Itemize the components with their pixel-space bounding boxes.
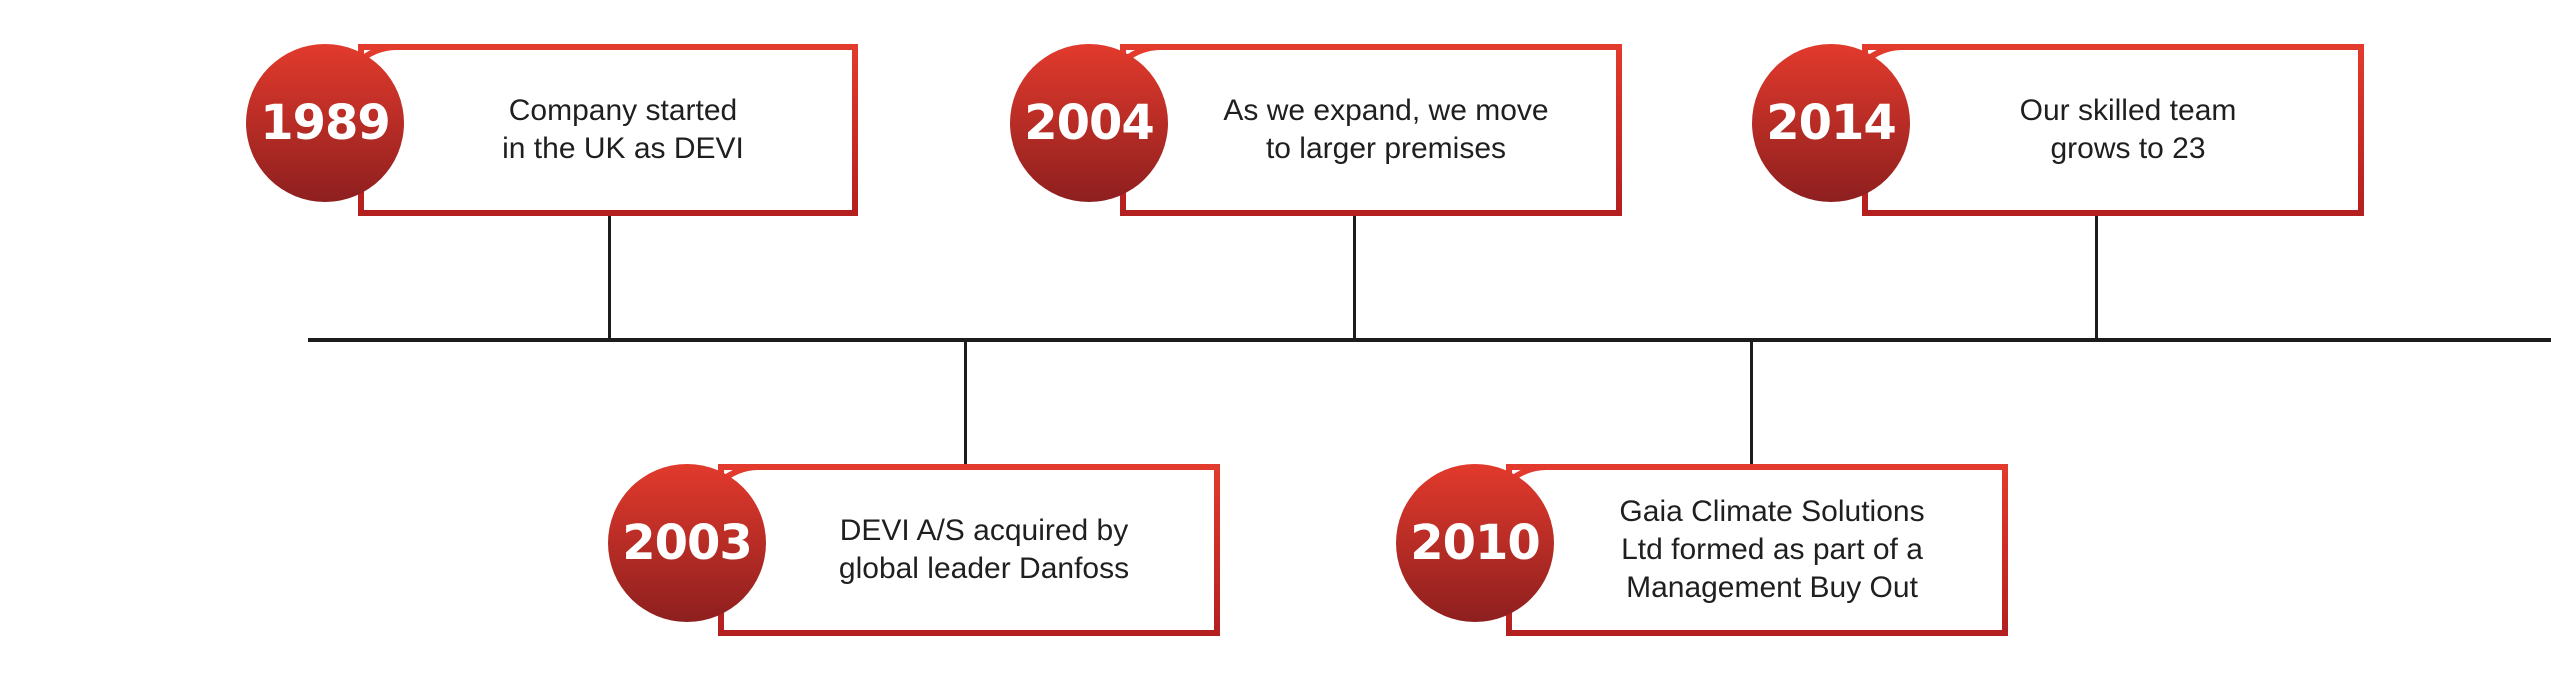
event-card: Company started in the UK as DEVI	[358, 44, 858, 216]
timeline-axis	[308, 338, 2551, 342]
connector-2004	[1353, 212, 1356, 340]
event-description: Our skilled team grows to 23	[2019, 94, 2237, 165]
year-badge-wrap: 2004	[1010, 44, 1210, 204]
event-card: As we expand, we move to larger premises	[1120, 44, 1622, 216]
year-badge-wrap: 1989	[246, 44, 446, 204]
event-card: Our skilled team grows to 23	[1862, 44, 2364, 216]
connector-2010	[1750, 340, 1753, 467]
year-badge-wrap: 2010	[1396, 464, 1596, 624]
year-label: 2003	[622, 515, 753, 571]
year-badge-wrap: 2014	[1752, 44, 1952, 204]
connector-1989	[608, 212, 611, 340]
year-badge: 2014	[1752, 44, 1910, 202]
year-badge-wrap: 2003	[608, 464, 808, 624]
year-label: 2004	[1024, 95, 1155, 151]
connector-2014	[2095, 212, 2098, 340]
connector-2003	[964, 340, 967, 467]
year-badge: 2004	[1010, 44, 1168, 202]
year-badge: 1989	[246, 44, 404, 202]
year-label: 2010	[1410, 515, 1541, 571]
event-card: Gaia Climate Solutions Ltd formed as par…	[1506, 464, 2008, 636]
year-label: 2014	[1766, 95, 1897, 151]
event-description: DEVI A/S acquired by global leader Danfo…	[838, 514, 1130, 585]
event-description: Gaia Climate Solutions Ltd formed as par…	[1619, 495, 1925, 604]
event-description: As we expand, we move to larger premises	[1223, 94, 1549, 165]
event-card: DEVI A/S acquired by global leader Danfo…	[718, 464, 1220, 636]
year-badge: 2010	[1396, 464, 1554, 622]
year-badge: 2003	[608, 464, 766, 622]
year-label: 1989	[260, 95, 391, 151]
event-description: Company started in the UK as DEVI	[502, 94, 744, 165]
